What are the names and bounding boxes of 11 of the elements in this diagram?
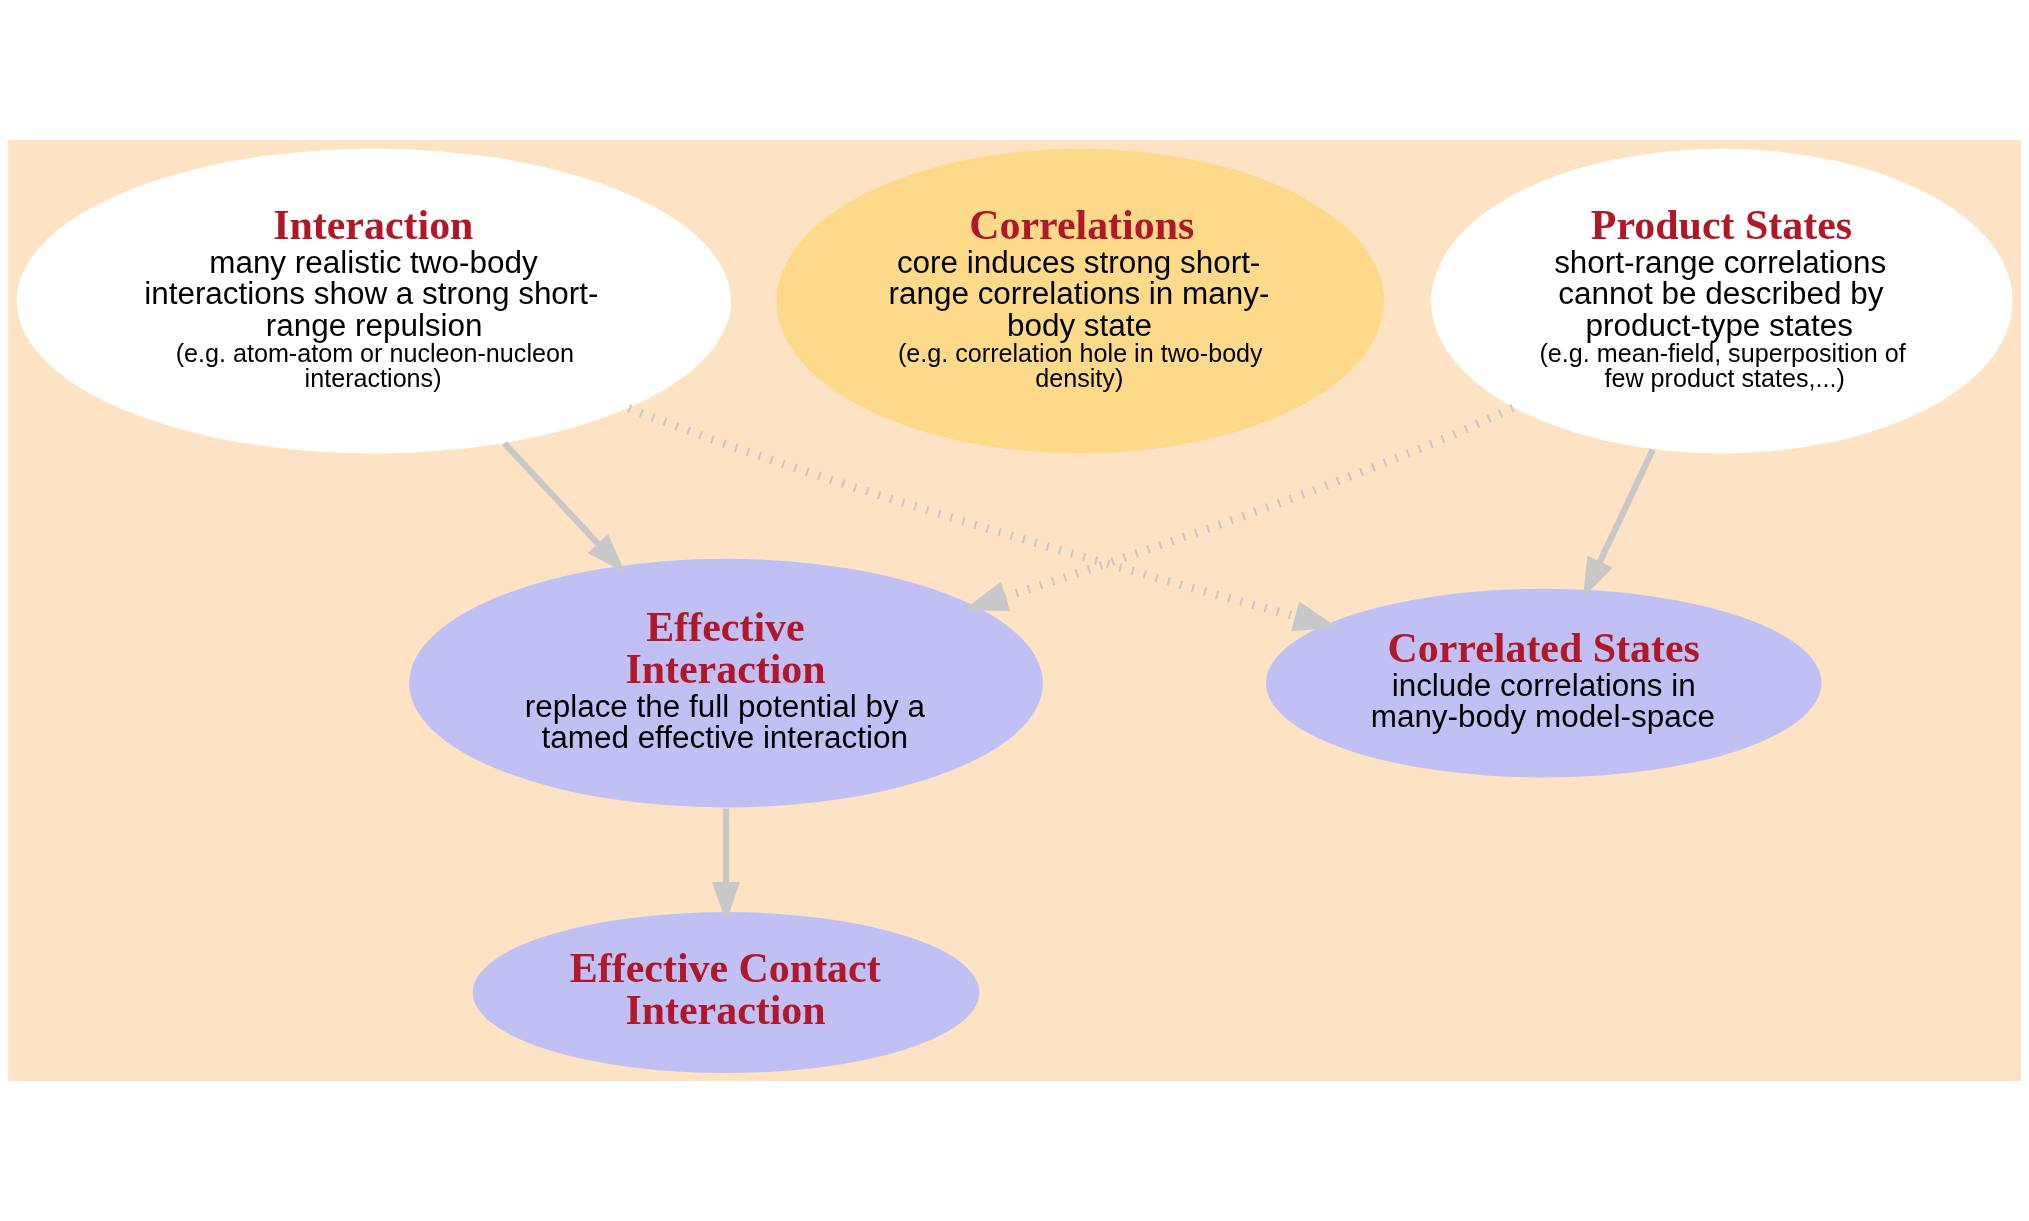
node-ellipse: Effective Contact Interaction bbox=[472, 912, 980, 1073]
node-ellipse: Effective Interaction replace the full potential by a tamed effective interaction bbox=[409, 558, 1043, 808]
node-ellipse: Interaction many realistic two-body interactions show a strong short-range repulsion (e.g. atom-atom or nucleon-nucleon interactions) bbox=[16, 148, 731, 454]
arrow bbox=[1583, 448, 1656, 598]
arrow bbox=[963, 403, 1515, 612]
node-ellipse: Correlated States include correlations in many-body model-space bbox=[1265, 588, 1822, 778]
arrow bbox=[712, 808, 740, 922]
node-ellipse: Product States short-range correlations cannot be described by product-type states (e.g. mean-field, superposition of few product states,...) bbox=[1431, 148, 2013, 454]
node-ellipse: Correlations core induces strong short-range correlations in many-body state (e.g. correlation hole in two-body density) bbox=[776, 148, 1385, 454]
arrow bbox=[502, 441, 626, 573]
arrow bbox=[627, 404, 1338, 632]
